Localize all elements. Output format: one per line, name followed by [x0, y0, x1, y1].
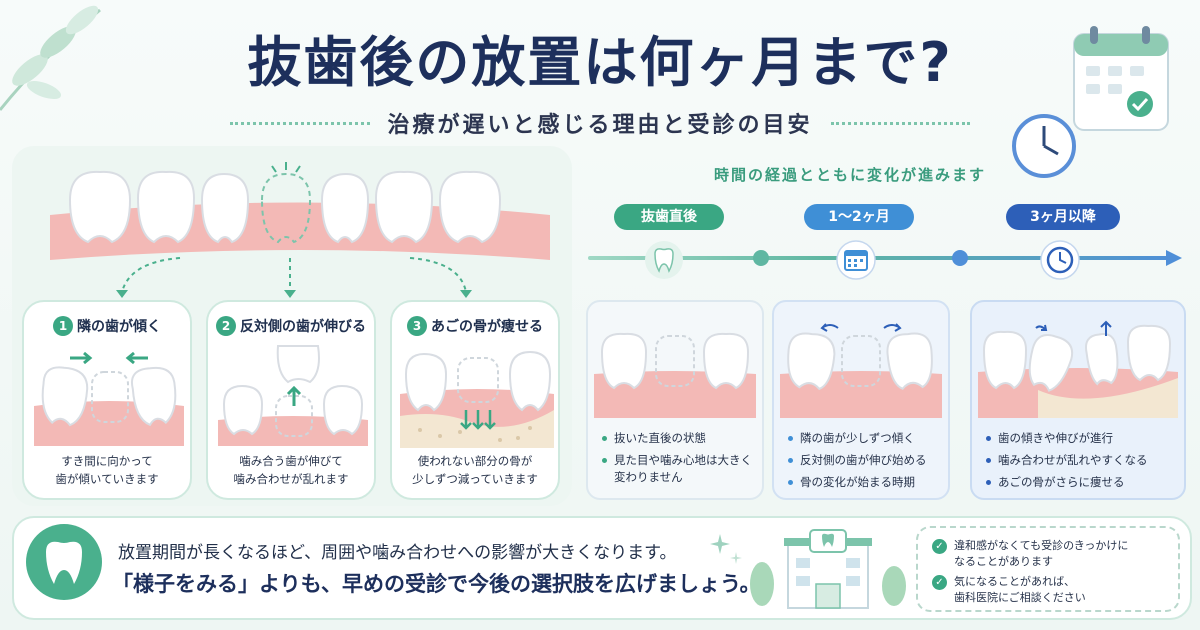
- subtitle-row: 治療が遅いと感じる理由と受診の目安: [230, 108, 971, 138]
- leaf-icon: [0, 5, 101, 111]
- bullet-item: 噛み合わせが乱れやすくなる: [986, 452, 1176, 469]
- step-number: 2: [216, 316, 236, 336]
- clock-icon: [1012, 114, 1076, 178]
- tilting-teeth-illustration: [34, 351, 184, 446]
- bullet-item: 見た目や噛み心地は大きく変わりません: [602, 452, 754, 486]
- timeline-heading: 時間の経過とともに変化が進みます: [713, 166, 986, 184]
- step-description: 使われない部分の骨が少しずつ減っていきます: [392, 452, 558, 488]
- advice-box: ✓ 違和感がなくても受診のきっかけに なることがあります ✓ 気になることがあれ…: [916, 526, 1180, 612]
- step-number: 3: [407, 316, 427, 336]
- summary-text: 放置期間が長くなるほど、周囲や噛み合わせへの影響が大きくなります。: [118, 543, 677, 563]
- step-description: すき間に向かって歯が傾いていきます: [24, 452, 190, 488]
- step-number: 1: [53, 316, 73, 336]
- timeline-node: [753, 250, 769, 266]
- check-icon: ✓: [932, 539, 947, 554]
- page-subtitle: 治療が遅いと感じる理由と受診の目安: [387, 113, 813, 138]
- divider: [230, 121, 370, 125]
- bullet-item: 歯の傾きや伸びが進行: [986, 430, 1176, 447]
- clinic-building-icon: [750, 529, 906, 609]
- desc-line: 噛み合う歯が伸びて: [239, 454, 343, 468]
- bullet-item: あごの骨がさらに痩せる: [986, 474, 1176, 491]
- step-description: 噛み合う歯が伸びて噛み合わせが乱れます: [208, 452, 374, 488]
- phase-label-1-2-months: 1〜2ヶ月: [804, 204, 914, 230]
- calendar-icon: [836, 240, 876, 280]
- step-title-text: あごの骨が痩せる: [431, 319, 543, 335]
- advice-line: 気になることがあれば、: [954, 575, 1075, 588]
- phase-card-immediate: 抜いた直後の状態 見た目や噛み心地は大きく変わりません: [586, 300, 764, 500]
- desc-line: 歯が傾いていきます: [55, 472, 159, 486]
- summary-emphasis: 「様子をみる」よりも、早めの受診で今後の選択肢を広げましょう。: [112, 572, 761, 596]
- phase-bullets: 歯の傾きや伸びが進行 噛み合わせが乱れやすくなる あごの骨がさらに痩せる: [986, 430, 1176, 496]
- phase-card-3-months: 歯の傾きや伸びが進行 噛み合わせが乱れやすくなる あごの骨がさらに痩せる: [970, 300, 1186, 500]
- phase-bullets: 抜いた直後の状態 見た目や噛み心地は大きく変わりません: [602, 430, 754, 491]
- step-title-text: 隣の歯が傾く: [77, 319, 161, 335]
- bullet-item: 反対側の歯が伸び始める: [788, 452, 940, 469]
- timeline-line: [588, 256, 1178, 260]
- timeline-node: [952, 250, 968, 266]
- divider: [830, 121, 971, 125]
- timeline-arrowhead-icon: [1166, 250, 1182, 266]
- advice-line: なることがあります: [954, 555, 1053, 568]
- calendar-icon: [1073, 26, 1169, 131]
- advice-item: ✓ 気になることがあれば、 歯科医院にご相談ください: [932, 574, 1086, 606]
- phase-bullets: 隣の歯が少しずつ傾く 反対側の歯が伸び始める 骨の変化が始まる時期: [788, 430, 940, 496]
- teeth-tilting-illustration: [780, 323, 942, 418]
- check-icon: ✓: [932, 575, 947, 590]
- flow-arrows: [116, 257, 472, 298]
- tooth-icon: [645, 241, 683, 279]
- teeth-gap-illustration: [594, 332, 756, 418]
- clock-icon: [1040, 240, 1080, 280]
- phase-label-immediate: 抜歯直後: [614, 204, 724, 230]
- phase-card-1-2-months: 隣の歯が少しずつ傾く 反対側の歯が伸び始める 骨の変化が始まる時期: [772, 300, 950, 500]
- extruding-tooth-illustration: [218, 345, 368, 446]
- phase-label-3-months: 3ヶ月以降: [1006, 204, 1120, 230]
- page-title: 抜歯後の放置は何ヶ月まで?: [247, 31, 953, 94]
- advice-item: ✓ 違和感がなくても受診のきっかけに なることがあります: [932, 538, 1128, 570]
- bullet-item: 抜いた直後の状態: [602, 430, 754, 447]
- advice-line: 違和感がなくても受診のきっかけに: [954, 539, 1129, 552]
- tooth-icon: [26, 524, 102, 600]
- summary-panel: [12, 516, 1192, 620]
- desc-line: 噛み合わせが乱れます: [233, 472, 349, 486]
- desc-line: 少しずつ減っていきます: [412, 472, 538, 486]
- advanced-bone-loss-illustration: [978, 320, 1178, 418]
- teeth-arch-illustration: [50, 162, 550, 260]
- bullet-item: 骨の変化が始まる時期: [788, 474, 940, 491]
- step-title-text: 反対側の歯が伸びる: [240, 319, 366, 335]
- bullet-item: 隣の歯が少しずつ傾く: [788, 430, 940, 447]
- desc-line: 使われない部分の骨が: [417, 454, 533, 468]
- bone-loss-illustration: [400, 350, 554, 448]
- advice-line: 歯科医院にご相談ください: [954, 591, 1086, 604]
- sparkle-icon: [710, 534, 742, 564]
- desc-line: すき間に向かって: [61, 454, 153, 468]
